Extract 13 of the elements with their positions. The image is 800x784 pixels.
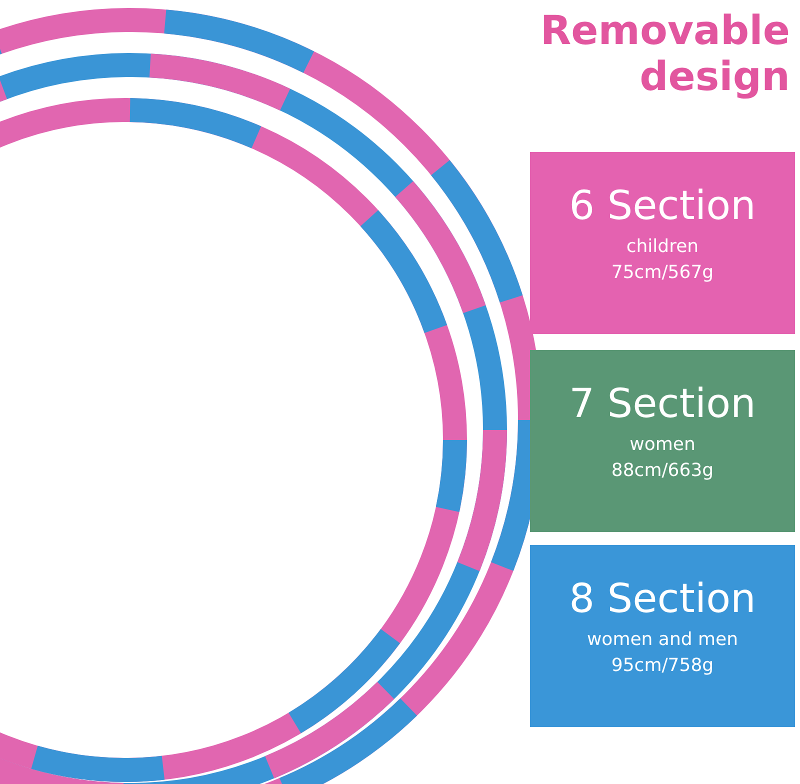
audience-text: women and men [586, 628, 738, 652]
audience-text: children [626, 235, 699, 259]
info-card [530, 350, 795, 532]
size-weight-text: 88cm/663g [611, 459, 714, 483]
section-heading: 7 Section [569, 380, 756, 428]
section-heading: 8 Section [569, 575, 756, 623]
heading: Removable design [539, 8, 790, 100]
info-card [530, 152, 795, 334]
info-card [530, 545, 795, 727]
size-weight-text: 75cm/567g [611, 261, 714, 285]
size-weight-text: 95cm/758g [611, 654, 714, 678]
section-heading: 6 Section [569, 182, 756, 230]
audience-text: women [630, 433, 696, 457]
